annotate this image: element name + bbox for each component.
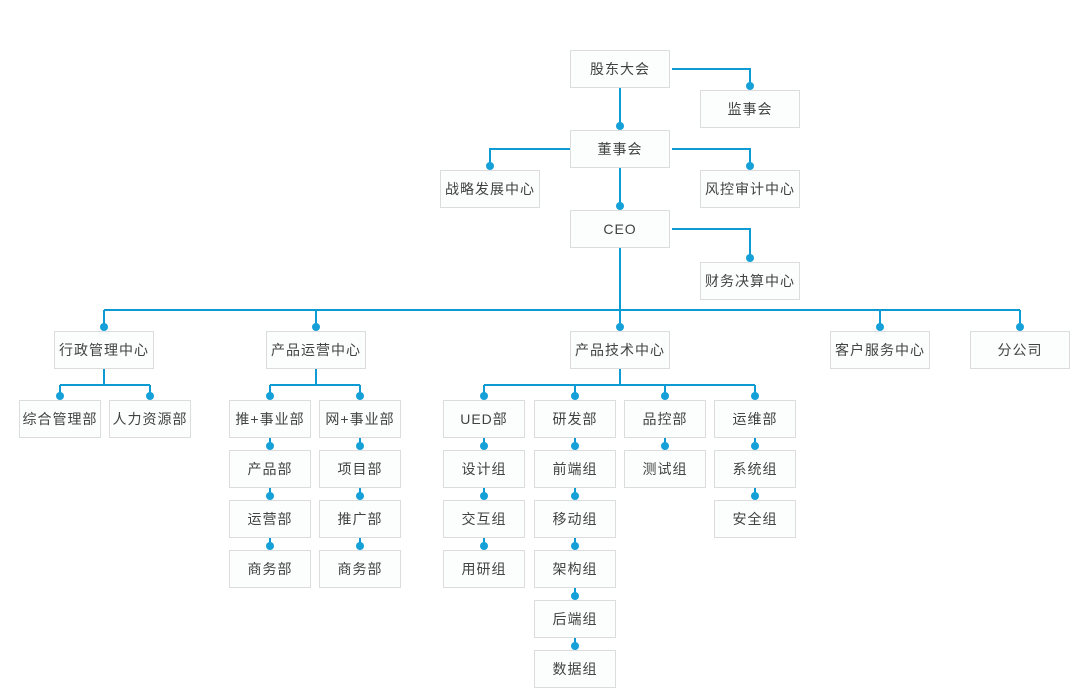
- node-branch-company[interactable]: 分公司: [970, 331, 1070, 369]
- node-strategy-center[interactable]: 战略发展中心: [440, 170, 540, 208]
- node-finance-center[interactable]: 财务决算中心: [700, 262, 800, 300]
- node-hr-dept[interactable]: 人力资源部: [109, 400, 191, 438]
- node-ued-dept[interactable]: UED部: [443, 400, 525, 438]
- node-admin-center[interactable]: 行政管理中心: [54, 331, 154, 369]
- node-qc-dept[interactable]: 品控部: [624, 400, 706, 438]
- node-om-dept[interactable]: 运维部: [714, 400, 796, 438]
- node-security-group[interactable]: 安全组: [714, 500, 796, 538]
- node-testing-group[interactable]: 测试组: [624, 450, 706, 488]
- node-wang-division[interactable]: 网+事业部: [319, 400, 401, 438]
- node-risk-audit-center[interactable]: 风控审计中心: [700, 170, 800, 208]
- node-system-group[interactable]: 系统组: [714, 450, 796, 488]
- node-mobile-group[interactable]: 移动组: [534, 500, 616, 538]
- node-product-dept[interactable]: 产品部: [229, 450, 311, 488]
- node-tui-division[interactable]: 推+事业部: [229, 400, 311, 438]
- node-ceo[interactable]: CEO: [570, 210, 670, 248]
- node-tech-center[interactable]: 产品技术中心: [570, 331, 670, 369]
- node-product-ops-center[interactable]: 产品运营中心: [266, 331, 366, 369]
- node-shareholders-meeting[interactable]: 股东大会: [570, 50, 670, 88]
- node-backend-group[interactable]: 后端组: [534, 600, 616, 638]
- node-operations-dept[interactable]: 运营部: [229, 500, 311, 538]
- node-business-dept-left[interactable]: 商务部: [229, 550, 311, 588]
- node-general-affairs-dept[interactable]: 综合管理部: [19, 400, 101, 438]
- node-promotion-dept[interactable]: 推广部: [319, 500, 401, 538]
- node-board-of-directors[interactable]: 董事会: [570, 130, 670, 168]
- node-customer-service-center[interactable]: 客户服务中心: [830, 331, 930, 369]
- node-interaction-group[interactable]: 交互组: [443, 500, 525, 538]
- node-supervisory-board[interactable]: 监事会: [700, 90, 800, 128]
- node-data-group[interactable]: 数据组: [534, 650, 616, 688]
- node-frontend-group[interactable]: 前端组: [534, 450, 616, 488]
- node-design-group[interactable]: 设计组: [443, 450, 525, 488]
- node-project-dept[interactable]: 项目部: [319, 450, 401, 488]
- node-rd-dept[interactable]: 研发部: [534, 400, 616, 438]
- node-user-research-group[interactable]: 用研组: [443, 550, 525, 588]
- node-business-dept-right[interactable]: 商务部: [319, 550, 401, 588]
- node-architecture-group[interactable]: 架构组: [534, 550, 616, 588]
